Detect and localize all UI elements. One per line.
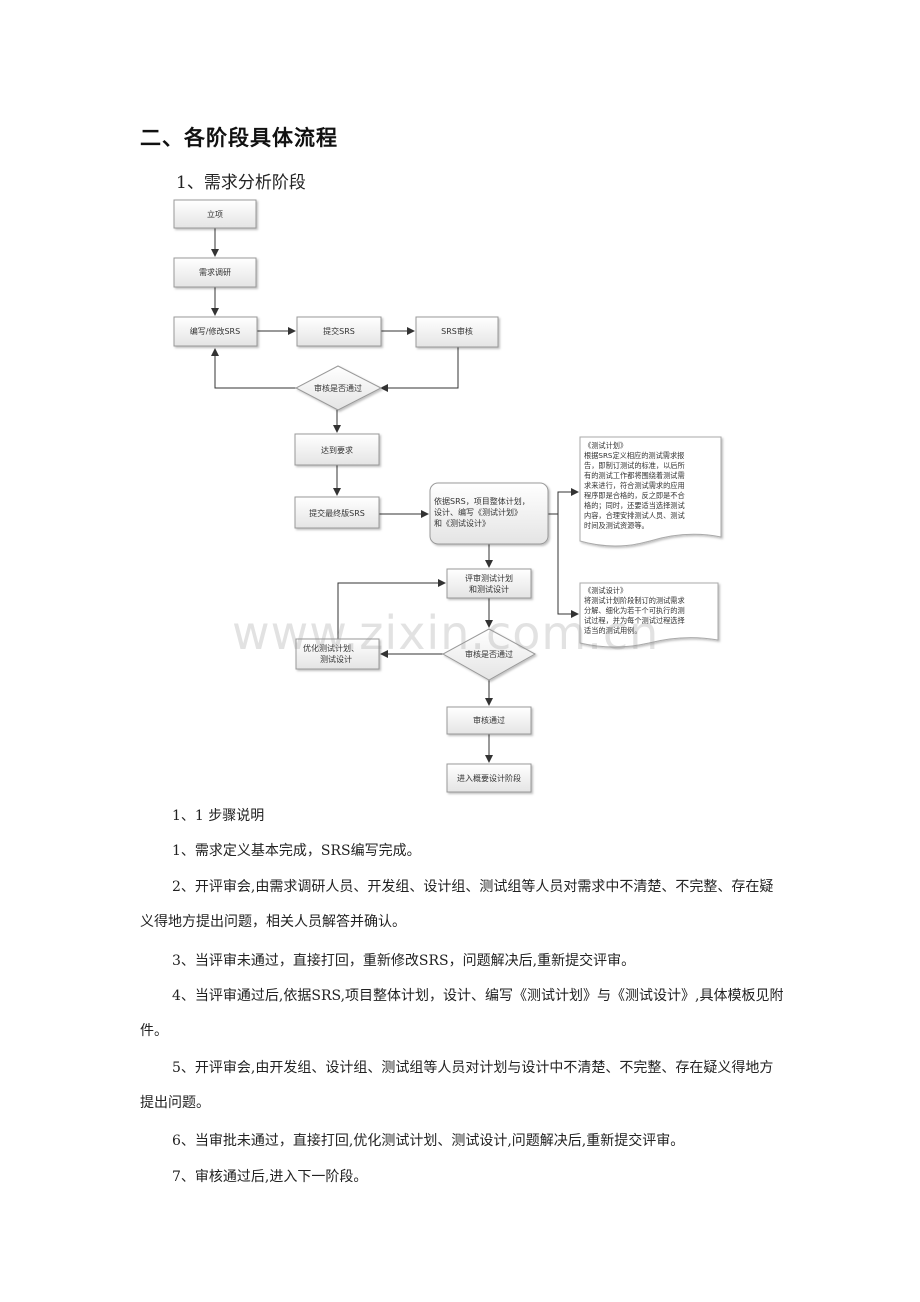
node-review-line-2: 和测试设计 <box>469 584 509 594</box>
svg-text:《测试设计》: 《测试设计》 <box>584 586 627 595</box>
svg-text:分解、细化为若干个可执行的测: 分解、细化为若干个可执行的测 <box>584 606 685 615</box>
node-tijiao-final: 提交最终版SRS <box>294 496 380 529</box>
node-optimize: 优化测试计划、 测试设计 <box>295 638 380 670</box>
step-1: 1、需求定义基本完成，SRS编写完成。 <box>172 843 421 859</box>
node-pass: 审核通过 <box>446 706 532 735</box>
note-test-plan-lines: 《测试计划》 根据SRS定义相应的测试需求报 告，即制订测试的标准，以后所 有的… <box>584 441 685 530</box>
node-tijiao-srs: 提交SRS <box>296 316 382 347</box>
svg-text:适当的测试用例。: 适当的测试用例。 <box>584 626 642 635</box>
node-tijiao-srs-label: 提交SRS <box>323 326 355 336</box>
node-next-phase-label: 进入概要设计阶段 <box>457 773 521 783</box>
node-optimize-line-2: 测试设计 <box>320 654 352 664</box>
step-4: 4、当评审通过后,依据SRS,项目整体计划，设计、编写《测试计划》与《测试设计》… <box>140 988 784 1039</box>
decision-2: 审核是否通过 <box>441 628 537 681</box>
node-review-plan: 评审测试计划 和测试设计 <box>446 568 532 599</box>
node-lixiang-label: 立项 <box>207 209 223 219</box>
note-test-design-lines: 《测试设计》 将测试计划阶段制订的测试需求 分解、细化为若干个可执行的测 试过程… <box>584 586 685 635</box>
svg-text:内容，合理安排测试人员、测试: 内容，合理安排测试人员、测试 <box>584 511 685 520</box>
node-bianxie-srs: 编写/修改SRS <box>173 316 258 347</box>
node-dadao-yaoqiu: 达到要求 <box>294 433 380 466</box>
node-plan-line-1: 依据SRS，项目整体计划， <box>434 496 530 506</box>
step-6: 6、当审批未通过，直接打回,优化测试计划、测试设计,问题解决后,重新提交评审。 <box>172 1133 685 1149</box>
node-plan-line-2: 设计、编写《测试计划》 <box>434 507 522 517</box>
step-7: 7、审核通过后,进入下一阶段。 <box>172 1169 368 1185</box>
step-2: 2、开评审会,由需求调研人员、开发组、设计组、测试组等人员对需求中不清楚、不完整… <box>140 879 774 930</box>
node-srs-shenhe-label: SRS审核 <box>441 326 473 336</box>
node-xuqiu-diaoyan-label: 需求调研 <box>199 267 231 277</box>
svg-text:时间及测试资源等。: 时间及测试资源等。 <box>584 521 649 530</box>
svg-text:试过程，并为每个测试过程选择: 试过程，并为每个测试过程选择 <box>584 616 685 625</box>
node-bianxie-srs-label: 编写/修改SRS <box>190 326 240 336</box>
svg-text:将测试计划阶段制订的测试需求: 将测试计划阶段制订的测试需求 <box>584 596 685 605</box>
note-test-design: 《测试设计》 将测试计划阶段制订的测试需求 分解、细化为若干个可执行的测 试过程… <box>579 582 719 648</box>
requirements-flowchart: 立项 需求调研 编写/修改SRS 提交SRS SRS审核 审核是否通过 达到要求… <box>173 199 722 793</box>
section-heading: 二、各阶段具体流程 <box>140 126 338 150</box>
node-tijiao-final-label: 提交最终版SRS <box>309 508 365 518</box>
note-test-plan: 《测试计划》 根据SRS定义相应的测试需求报 告，即制订测试的标准，以后所 有的… <box>579 436 722 547</box>
svg-text:告，即制订测试的标准，以后所: 告，即制订测试的标准，以后所 <box>584 461 685 470</box>
node-plan-line-3: 和《测试设计》 <box>434 518 490 528</box>
svg-text:有的测试工作都将围绕着测试需: 有的测试工作都将围绕着测试需 <box>584 471 685 480</box>
svg-text:《测试计划》: 《测试计划》 <box>584 441 627 450</box>
decision-1: 审核是否通过 <box>294 365 383 411</box>
steps-title: 1、1 步骤说明 <box>172 808 265 824</box>
node-srs-shenhe: SRS审核 <box>415 316 499 348</box>
subsection-heading: 1、需求分析阶段 <box>176 173 306 193</box>
node-pass-label: 审核通过 <box>473 715 505 725</box>
svg-text:根据SRS定义相应的测试需求报: 根据SRS定义相应的测试需求报 <box>584 451 684 460</box>
svg-text:格的；同时，还要适当选择测试: 格的；同时，还要适当选择测试 <box>584 501 685 510</box>
node-dadao-yaoqiu-label: 达到要求 <box>321 445 353 455</box>
decision-1-label: 审核是否通过 <box>314 383 362 393</box>
step-5: 5、开评审会,由开发组、设计组、测试组等人员对计划与设计中不清楚、不完整、存在疑… <box>140 1060 774 1111</box>
node-lixiang: 立项 <box>173 199 257 229</box>
decision-2-label: 审核是否通过 <box>465 649 513 659</box>
node-xuqiu-diaoyan: 需求调研 <box>173 257 257 288</box>
flow-connectors <box>211 228 579 763</box>
node-review-line-1: 评审测试计划 <box>465 573 513 583</box>
node-plan-design: 依据SRS，项目整体计划， 设计、编写《测试计划》 和《测试设计》 <box>429 482 549 545</box>
svg-text:求来进行，符合测试需求的应用: 求来进行，符合测试需求的应用 <box>584 481 685 490</box>
step-3: 3、当评审未通过，直接打回，重新修改SRS，问题解决后,重新提交评审。 <box>172 953 636 969</box>
node-next-phase: 进入概要设计阶段 <box>446 763 532 793</box>
svg-text:程序即是合格的，反之即是不合: 程序即是合格的，反之即是不合 <box>584 491 685 500</box>
node-optimize-line-1: 优化测试计划、 <box>303 643 359 653</box>
